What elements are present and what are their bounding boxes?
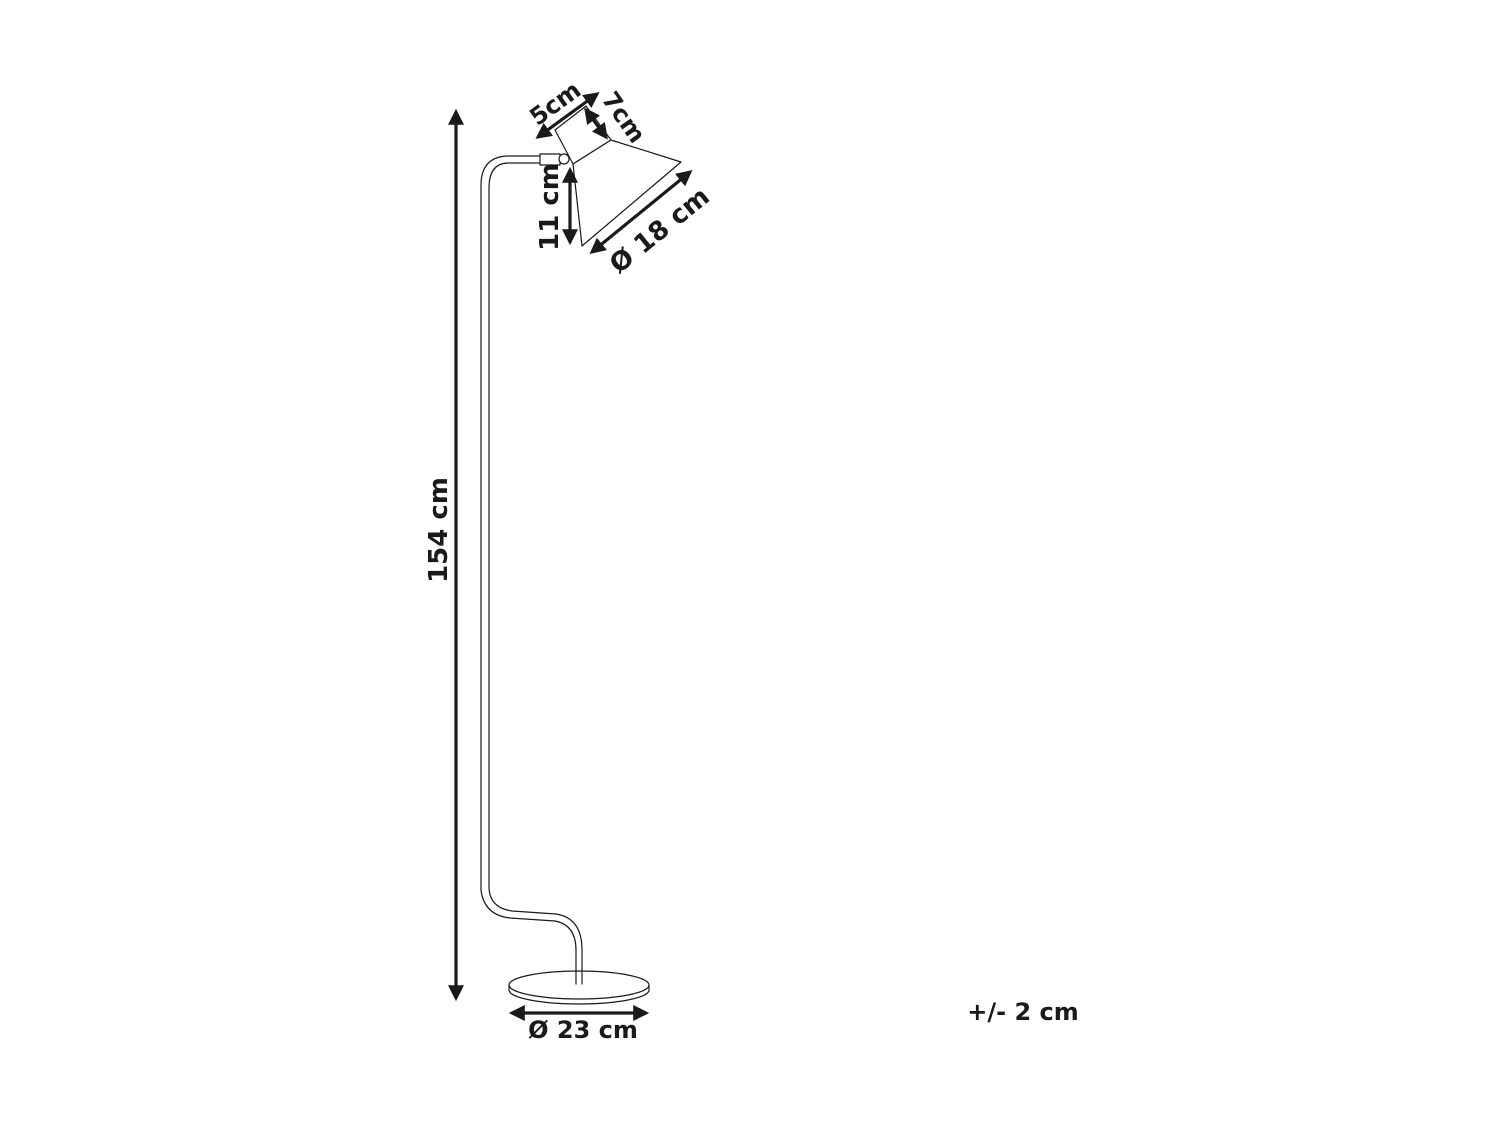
base-diameter-label: Ø 23 cm xyxy=(528,1016,638,1044)
lamp-base xyxy=(508,970,650,1000)
lamp-stem-inner xyxy=(488,162,583,985)
dimension-labels: 154 cm Ø 23 cm 5cm 7cm 11 cm Ø 18 cm +/-… xyxy=(424,76,1079,1044)
height-label: 154 cm xyxy=(424,477,454,583)
lamp-hinge xyxy=(558,153,570,165)
shade-top-depth-arrow xyxy=(584,107,608,140)
shade-top-width-arrow xyxy=(535,92,600,139)
lamp-stem xyxy=(480,155,577,985)
lamp-base-edge xyxy=(508,984,650,1005)
dimension-lines xyxy=(448,92,693,1021)
shade-height-label: 11 cm xyxy=(535,163,565,251)
shade-diameter-arrow xyxy=(589,169,693,255)
tolerance-label: +/- 2 cm xyxy=(967,998,1078,1026)
